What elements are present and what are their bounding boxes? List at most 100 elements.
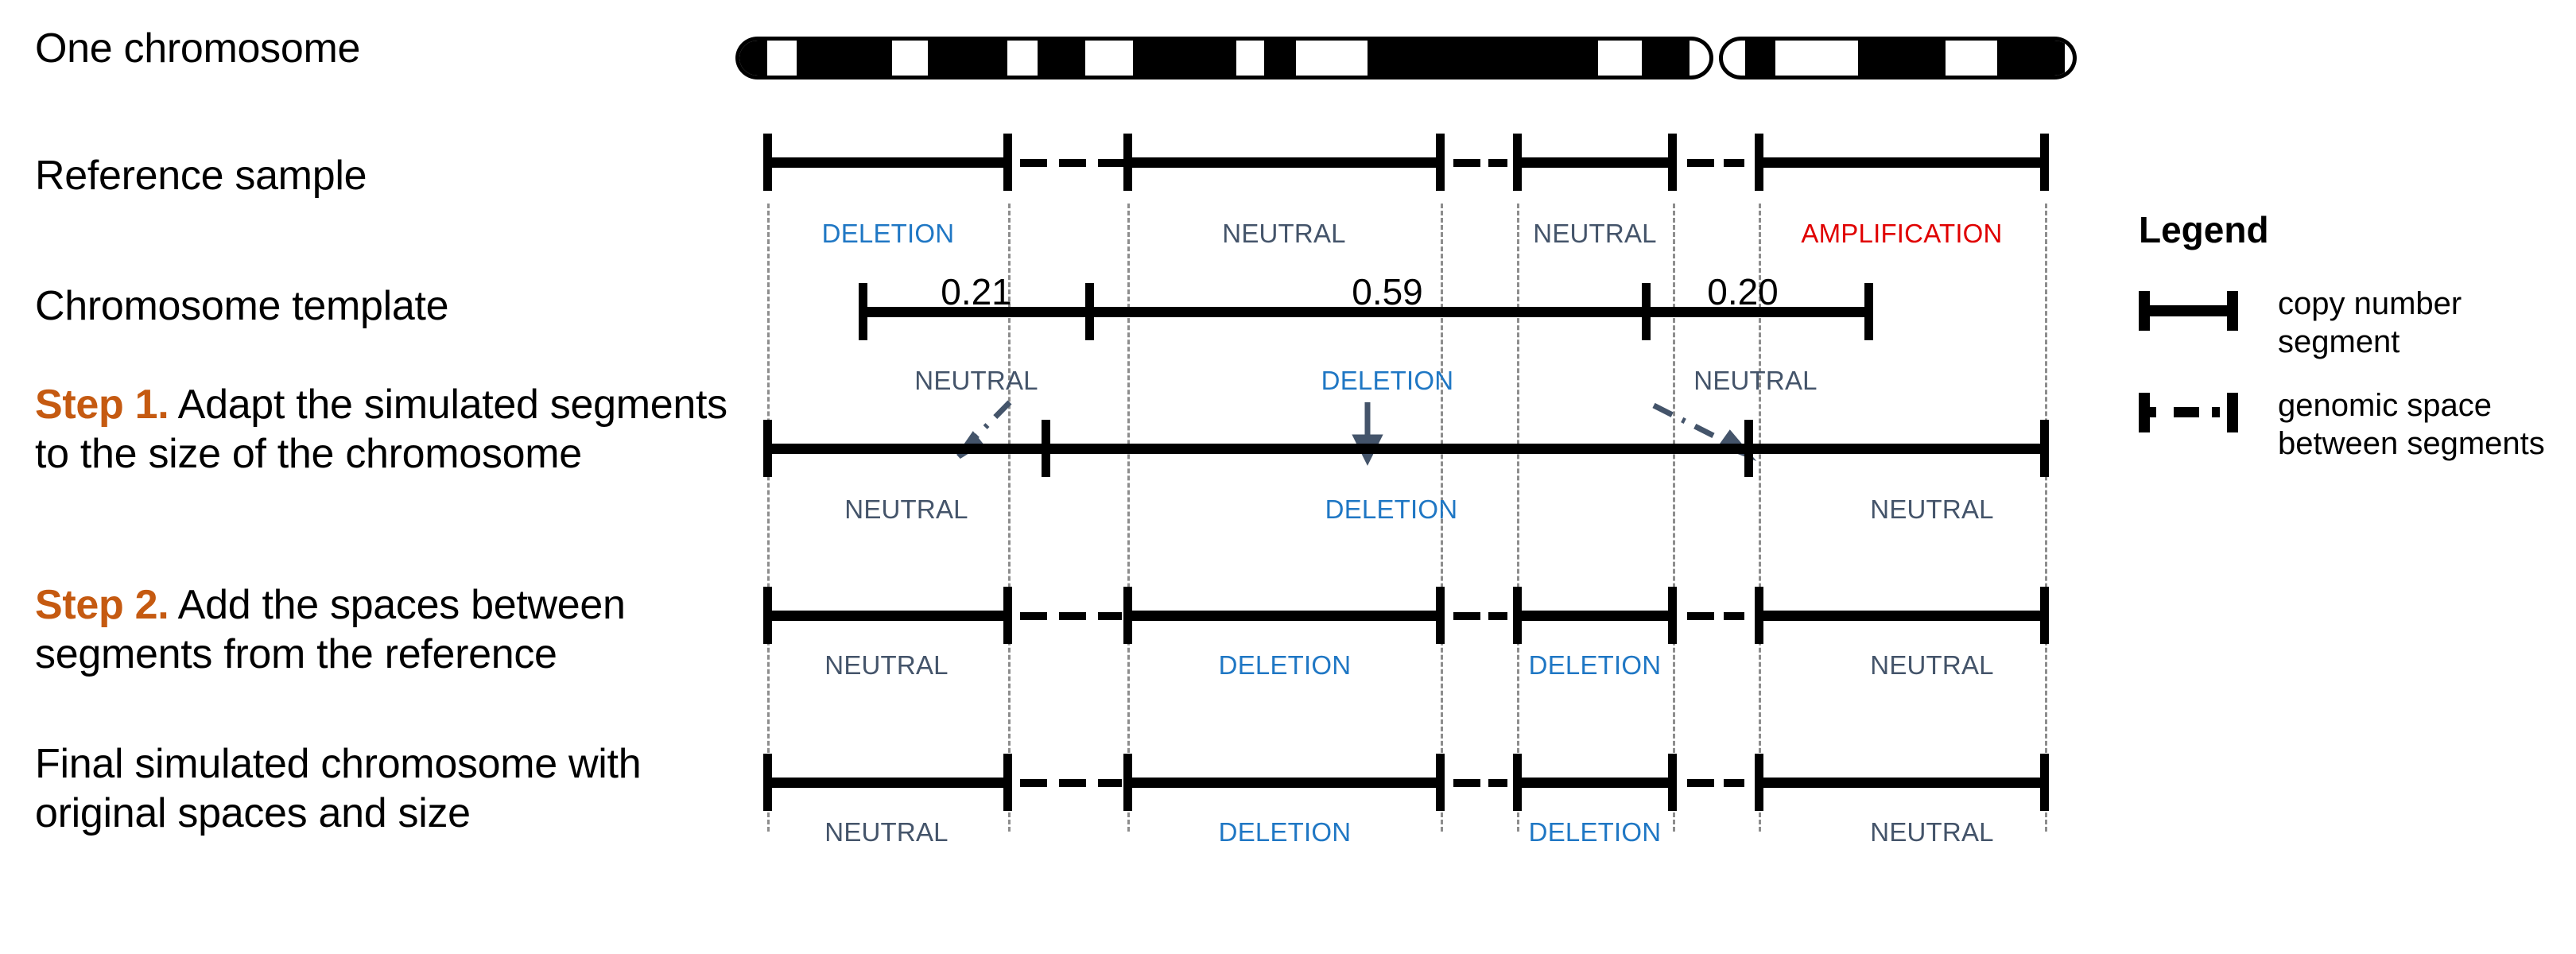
segment-bar bbox=[1517, 778, 1673, 788]
segment-bar bbox=[1759, 157, 2045, 168]
state-label-amplification: AMPLIFICATION bbox=[1801, 219, 2003, 248]
segment-bar bbox=[1759, 778, 2045, 788]
genomic-space-dash bbox=[1724, 159, 1744, 167]
segment-bar bbox=[1127, 157, 1441, 168]
segment-bar bbox=[767, 444, 1046, 454]
guide-line bbox=[1759, 204, 1761, 832]
ideogram-band bbox=[1264, 41, 1296, 76]
segment-cap bbox=[2040, 587, 2049, 644]
genomic-space-dash bbox=[1020, 159, 1047, 167]
segment-bar bbox=[863, 307, 1090, 317]
segment-cap bbox=[1744, 420, 1753, 477]
chromosome-template-row bbox=[0, 277, 2576, 348]
segment-cap bbox=[2040, 420, 2049, 477]
genomic-space-dash bbox=[1059, 159, 1086, 167]
ideogram-band bbox=[1745, 41, 1775, 76]
guide-line bbox=[767, 204, 770, 832]
segment-bar bbox=[1647, 307, 1869, 317]
genomic-space-icon bbox=[2139, 390, 2238, 436]
row-label-reference-sample: Reference sample bbox=[35, 153, 367, 199]
copy-number-segment-icon bbox=[2139, 288, 2238, 334]
state-label-neutral: NEUTRAL bbox=[844, 494, 968, 524]
genomic-space-dash bbox=[1453, 779, 1480, 787]
ideogram-band bbox=[928, 41, 1007, 76]
chromosome-p-arm bbox=[735, 37, 1713, 80]
ideogram-band bbox=[1368, 41, 1598, 76]
segment-cap bbox=[1436, 587, 1445, 644]
segment-bar bbox=[1517, 611, 1673, 621]
state-label-neutral: NEUTRAL bbox=[824, 817, 949, 847]
segment-bar bbox=[767, 157, 1008, 168]
segment-cap bbox=[1003, 587, 1012, 644]
step1-row bbox=[0, 413, 2576, 485]
row-label-step2: Step 2. Add the spaces between segments … bbox=[35, 580, 774, 679]
segment-cap bbox=[2040, 754, 2049, 811]
guide-line bbox=[1441, 204, 1443, 832]
segment-bar bbox=[767, 778, 1008, 788]
guide-line bbox=[2045, 204, 2047, 832]
state-label-neutral: NEUTRAL bbox=[1870, 817, 1994, 847]
segment-cap bbox=[1668, 587, 1677, 644]
ideogram-band bbox=[1133, 41, 1236, 76]
state-label-neutral: NEUTRAL bbox=[1222, 219, 1346, 248]
state-label-deletion: DELETION bbox=[821, 219, 955, 248]
reference-sample-row bbox=[0, 127, 2576, 199]
genomic-space-dash bbox=[1059, 612, 1086, 620]
segment-bar bbox=[1046, 444, 1749, 454]
genomic-space-dash bbox=[1098, 159, 1125, 167]
fraction-label: 0.59 bbox=[1352, 271, 1423, 312]
state-label-neutral: NEUTRAL bbox=[1870, 494, 1994, 524]
guide-line bbox=[1008, 204, 1011, 832]
step2-tag: Step 2. bbox=[35, 582, 169, 628]
segment-cap bbox=[1003, 754, 1012, 811]
segment-cap bbox=[1642, 283, 1651, 340]
state-label-neutral: NEUTRAL bbox=[1693, 366, 1818, 395]
genomic-space-dash bbox=[1020, 779, 1047, 787]
genomic-space-dash bbox=[1059, 779, 1086, 787]
segment-cap bbox=[1042, 420, 1050, 477]
genomic-space-dash bbox=[1453, 159, 1480, 167]
segment-bar bbox=[1749, 444, 2045, 454]
state-label-deletion: DELETION bbox=[1218, 817, 1352, 847]
genomic-space-dash bbox=[1687, 779, 1714, 787]
segment-cap bbox=[1003, 134, 1012, 191]
segment-cap bbox=[1436, 134, 1445, 191]
segment-cap bbox=[1668, 134, 1677, 191]
genomic-space-dash bbox=[1687, 159, 1714, 167]
row-label-final: Final simulated chromosome with original… bbox=[35, 741, 642, 836]
step2-row bbox=[0, 580, 2576, 652]
state-label-deletion: DELETION bbox=[1528, 817, 1662, 847]
genomic-space-dash bbox=[1453, 612, 1480, 620]
genomic-space-dash bbox=[1098, 779, 1122, 787]
segment-cap bbox=[2040, 134, 2049, 191]
state-label-deletion: DELETION bbox=[1325, 494, 1458, 524]
step1-tag: Step 1. bbox=[35, 382, 169, 428]
ideogram-band bbox=[739, 41, 767, 76]
ideogram-band bbox=[1038, 41, 1085, 76]
ideogram-band bbox=[1858, 41, 1946, 76]
arrow-line-right bbox=[1652, 402, 1731, 447]
genomic-space-dash bbox=[1488, 612, 1507, 620]
step1-text: Adapt the simulated segments to the size… bbox=[35, 382, 727, 477]
state-label-neutral: NEUTRAL bbox=[824, 650, 949, 680]
legend-item-label: genomic space between segments bbox=[2278, 388, 2545, 461]
genomic-space-dash bbox=[1724, 779, 1744, 787]
legend-title: Legend bbox=[2139, 209, 2269, 250]
segment-cap bbox=[1085, 283, 1094, 340]
genomic-space-dash bbox=[1488, 779, 1507, 787]
row-label-step1: Step 1. Adapt the simulated segments to … bbox=[35, 380, 751, 479]
segment-bar bbox=[1127, 611, 1441, 621]
state-label-deletion: DELETION bbox=[1218, 650, 1352, 680]
legend-item-label: copy number segment bbox=[2278, 286, 2462, 359]
row-label-one-chromosome: One chromosome bbox=[35, 25, 361, 72]
genomic-space-dash bbox=[1488, 159, 1507, 167]
segment-bar bbox=[767, 611, 1008, 621]
state-label-neutral: NEUTRAL bbox=[914, 366, 1038, 395]
state-label-deletion: DELETION bbox=[1321, 366, 1454, 395]
guide-line bbox=[1673, 204, 1675, 832]
guide-line bbox=[1517, 204, 1519, 832]
step2-text: Add the spaces between segments from the… bbox=[35, 582, 626, 677]
ideogram-band bbox=[797, 41, 892, 76]
segment-bar bbox=[1127, 778, 1441, 788]
